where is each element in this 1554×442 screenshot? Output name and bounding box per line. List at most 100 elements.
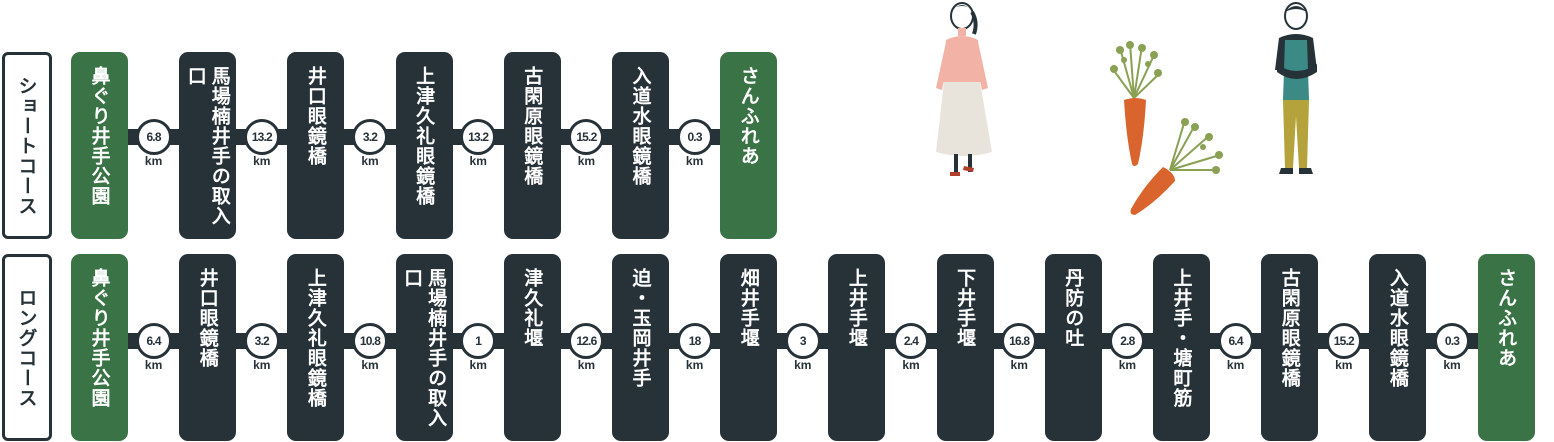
stop-long-6: 畑井手堰 — [720, 254, 778, 441]
distance-unit: km — [902, 358, 920, 372]
stop-long-10: 上井手・塘町筋 — [1153, 254, 1210, 441]
distance-unit: km — [469, 358, 487, 372]
distance-unit: km — [1443, 358, 1461, 372]
stop-long-12: 入道水眼鏡橋 — [1369, 254, 1427, 441]
distance-value: 6.4 — [135, 323, 172, 359]
stop-short-0: 鼻ぐり井手公園 — [71, 52, 128, 239]
stop-name: 古閑原眼鏡橋 — [1278, 268, 1301, 388]
stop-name: さんふれあ — [737, 66, 760, 166]
distance-unit: km — [685, 358, 704, 372]
stop-long-3: 馬場楠井手の取入口 — [395, 254, 453, 441]
course-label-text: ショートコース — [15, 75, 38, 216]
distance-value: 15.2 — [568, 119, 605, 155]
distance-value: 13.2 — [243, 119, 280, 155]
distance-value: 1 — [460, 323, 497, 359]
stop-name: 下井手堰 — [954, 268, 977, 348]
stop-name: 上井手・塘町筋 — [1170, 268, 1193, 408]
stop-long-1: 井口眼鏡橋 — [179, 254, 237, 441]
stop-short-1: 馬場楠井手の取入口 — [179, 52, 237, 239]
distance-value: 6.4 — [1217, 323, 1254, 359]
stop-name: 馬場楠井手の取入口 — [184, 66, 231, 226]
distance-value: 2.8 — [1109, 323, 1146, 359]
stop-name: 鼻ぐり井手公園 — [88, 268, 111, 408]
stop-long-13: さんふれあ — [1477, 254, 1535, 441]
distance-value: 3.2 — [243, 323, 280, 359]
distance-value: 10.8 — [352, 323, 388, 359]
distance-value: 18 — [676, 323, 713, 359]
carrot-upright-illustration — [1110, 41, 1162, 166]
stop-name: 津久礼堰 — [521, 268, 544, 348]
distance-unit: km — [144, 154, 163, 168]
distance-unit: km — [361, 154, 379, 168]
course-label-text: ロングコース — [15, 287, 38, 408]
stop-name: 上井手堰 — [845, 268, 868, 348]
stop-name: 丹防の吐 — [1062, 268, 1085, 348]
carrot-lying-illustration — [1130, 118, 1223, 215]
distance-unit: km — [144, 358, 163, 372]
stop-long-4: 津久礼堰 — [503, 254, 561, 441]
distance-value: 13.2 — [460, 119, 497, 155]
distance-value: 2.4 — [893, 323, 929, 359]
stop-name: 井口眼鏡橋 — [196, 268, 219, 368]
stop-name: 鼻ぐり井手公園 — [88, 66, 111, 206]
stop-name: 畑井手堰 — [737, 268, 760, 348]
stop-long-7: 上井手堰 — [828, 254, 886, 441]
stop-short-5: 入道水眼鏡橋 — [612, 52, 669, 239]
stop-name: 古閑原眼鏡橋 — [521, 66, 544, 186]
distance-value: 3.2 — [352, 119, 388, 155]
distance-value: 6.8 — [135, 119, 172, 155]
distance-value: 3 — [784, 323, 821, 359]
stop-name: 馬場楠井手の取入口 — [401, 268, 448, 428]
stop-long-0: 鼻ぐり井手公園 — [71, 254, 128, 441]
distance-value: 0.3 — [1434, 323, 1470, 359]
distance-value: 15.2 — [1325, 323, 1362, 359]
stop-short-2: 井口眼鏡橋 — [287, 52, 345, 239]
distance-unit: km — [253, 358, 271, 372]
stop-long-9: 丹防の吐 — [1044, 254, 1102, 441]
stop-long-5: 迫・玉岡井手 — [612, 254, 669, 441]
distance-unit: km — [794, 358, 812, 372]
stop-name: 上津久礼眼鏡橋 — [304, 268, 327, 408]
stop-name: 入道水眼鏡橋 — [1386, 268, 1409, 388]
stop-long-11: 古閑原眼鏡橋 — [1261, 254, 1319, 441]
stop-short-6: さんふれあ — [720, 52, 778, 239]
distance-unit: km — [1226, 358, 1245, 372]
stop-long-8: 下井手堰 — [936, 254, 994, 441]
stop-name: 上津久礼眼鏡橋 — [413, 66, 436, 206]
stop-name: 迫・玉岡井手 — [629, 268, 652, 388]
distance-unit: km — [1335, 358, 1353, 372]
course-label-short: ショートコース — [2, 52, 52, 239]
stop-name: 入道水眼鏡橋 — [629, 66, 652, 186]
distance-unit: km — [577, 358, 596, 372]
distance-unit: km — [1010, 358, 1028, 372]
distance-unit: km — [361, 358, 379, 372]
woman-illustration — [936, 2, 992, 176]
distance-unit: km — [577, 154, 596, 168]
course-label-long: ロングコース — [2, 254, 52, 441]
man-illustration — [1275, 2, 1317, 174]
distance-unit: km — [253, 154, 271, 168]
stop-name: 井口眼鏡橋 — [304, 66, 327, 166]
stop-short-4: 古閑原眼鏡橋 — [503, 52, 561, 239]
distance-value: 16.8 — [1001, 323, 1038, 359]
stop-short-3: 上津久礼眼鏡橋 — [395, 52, 453, 239]
distance-value: 12.6 — [568, 323, 605, 359]
